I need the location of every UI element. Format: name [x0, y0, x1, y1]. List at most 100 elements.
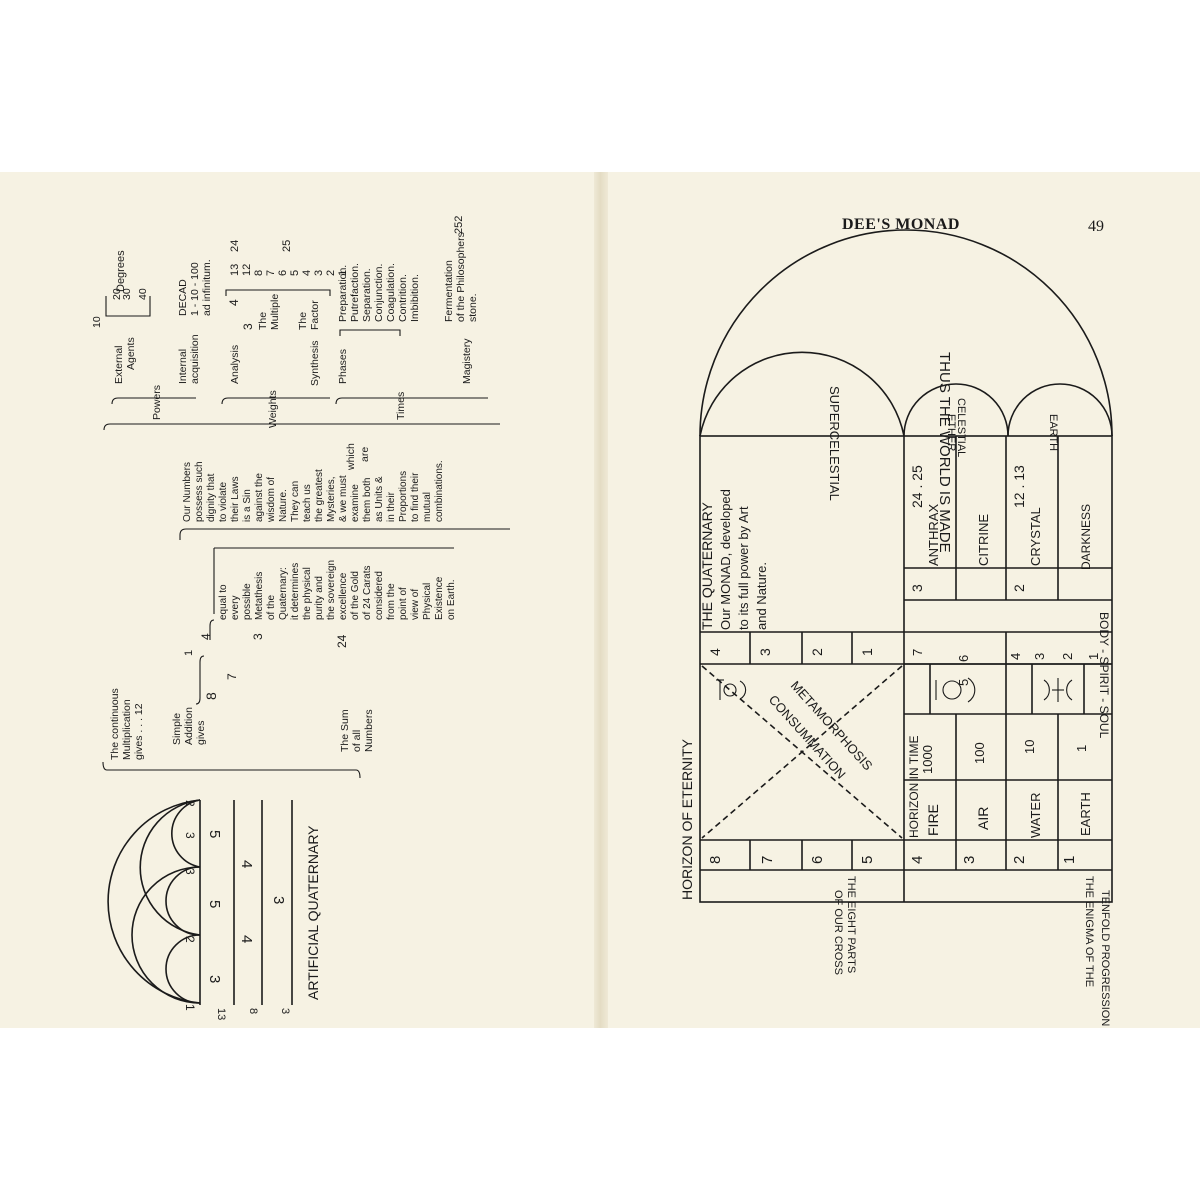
sum-value: 24: [335, 634, 349, 648]
numbers-line: & we must: [338, 475, 349, 522]
numbers-line: Proportions: [398, 471, 409, 522]
weights-number: 4: [301, 270, 313, 276]
quaternary-line: every: [230, 596, 241, 620]
quaternary-line: equal to: [218, 584, 229, 620]
degree-value: 20: [111, 288, 123, 300]
addition-value: 4: [199, 633, 213, 640]
numbers-line: Our Numbers: [182, 462, 193, 522]
tenfold-value: 1: [1074, 745, 1089, 752]
degree-value: 40: [137, 288, 149, 300]
addition-value: 7: [225, 673, 239, 680]
numbers-line: combinations.: [434, 460, 445, 522]
quaternary-lines: equal to every possible Metathesis of th…: [218, 560, 457, 620]
quaternary-text: Our MONAD, developed: [718, 489, 733, 630]
quaternary-text-block: [213, 547, 454, 614]
stone-number: 3: [909, 584, 925, 592]
phases-label: Phases: [337, 349, 349, 384]
which-label: which: [345, 443, 357, 471]
value-label: 24 . 25: [909, 465, 925, 508]
weights-number: 24: [229, 240, 241, 252]
element-label: WATER: [1028, 793, 1043, 839]
multiplication-text: gives . . . 12: [133, 703, 145, 760]
stone-label: CRYSTAL: [1028, 507, 1043, 566]
time-number: 5: [956, 679, 971, 686]
semicircle-number: 5: [206, 830, 223, 838]
phases-brace: [339, 329, 401, 336]
tenfold-value: 100: [972, 742, 987, 764]
edge-number: 2: [183, 800, 197, 807]
time-number: 2: [1060, 653, 1075, 660]
sum-of-all-text: Numbers: [363, 709, 375, 752]
phase-item: Preparation.: [337, 265, 349, 322]
weights-number: 7: [265, 270, 277, 276]
phase-item: Contrition.: [397, 274, 409, 322]
small-arc-3: [171, 799, 201, 868]
quaternary-line: it determines: [290, 563, 301, 620]
medium-arc-2: [139, 799, 201, 936]
phase-item: Separation.: [361, 268, 373, 322]
time-number: 1: [1086, 653, 1101, 660]
numbers-line: against the: [254, 473, 265, 522]
cross-number: 4: [707, 648, 723, 656]
numbers-line: Nature.: [278, 489, 289, 522]
powers-brace: [111, 397, 196, 405]
tenfold-value: 10: [1022, 740, 1037, 754]
addition-value: 8: [203, 692, 219, 700]
horizon-of-eternity-label: HORIZON OF ETERNITY: [679, 738, 695, 900]
numbers-line: to find their: [410, 472, 421, 522]
time-number: 6: [956, 655, 971, 662]
edge-number: 8: [247, 1008, 259, 1014]
quaternary-brace: [213, 547, 454, 614]
decad-text: DECAD: [177, 279, 189, 316]
factor-text: Factor: [309, 300, 321, 330]
phase-item: Putrefaction.: [349, 263, 361, 322]
body-spirit-soul: BODY - SPIRIT - SOUL: [1097, 612, 1111, 739]
are-label: are: [359, 447, 371, 462]
degree-value: 30: [121, 288, 133, 300]
numbers-line: wisdom of: [266, 477, 277, 523]
analysis-label: Analysis: [229, 345, 241, 384]
fermentation-text: stone.: [467, 293, 479, 322]
semicircle-number: 5: [206, 900, 223, 908]
numbers-line: in their: [386, 491, 397, 522]
enigma-number: 2: [1011, 856, 1028, 864]
quaternary-line: Quaternary:: [278, 567, 289, 620]
weights-number: 12: [241, 264, 253, 276]
weights-number: 6: [277, 270, 289, 276]
numbers-line: Mysteries,: [326, 476, 337, 522]
semicircle-number: 4: [238, 860, 255, 868]
numbers-brace: [179, 528, 510, 540]
semicircle-number: 3: [270, 896, 287, 904]
time-number: 4: [1008, 653, 1023, 660]
addition-value: 3: [251, 633, 265, 640]
horizon-in-time-label: HORIZON IN TIME: [907, 736, 921, 838]
element-label: FIRE: [925, 804, 941, 836]
addition-brace: [195, 655, 205, 705]
times-label: Times: [395, 392, 407, 420]
numbers-line: their Laws: [230, 476, 241, 522]
quaternary-line: from the: [386, 583, 397, 620]
weights-number: 13: [229, 264, 241, 276]
phase-item: Imbibition.: [409, 274, 421, 322]
numbers-line: them both: [362, 478, 373, 522]
categories-block: which are Powers Weights Times External …: [91, 216, 500, 471]
artificial-quaternary-figure: 3 5 5 4 4 3 1 2 3 3 2 13 8 3 ARTIFICIAL …: [107, 799, 321, 1020]
edge-number: 2: [183, 936, 197, 943]
quaternary-line: of the Gold: [350, 571, 361, 620]
fermentation-text: Fermentation: [443, 260, 455, 322]
alchemical-symbols: [716, 677, 1073, 703]
monad-labels: THUS THE WORLD IS MADE SUPERCELESTIAL CE…: [679, 352, 1111, 1026]
edge-number: 3: [183, 832, 197, 839]
numbers-text-block: [179, 528, 510, 540]
weights-left-number: 3: [241, 323, 255, 330]
diagram-frame: [699, 435, 1113, 903]
numbers-line: They can: [290, 481, 301, 522]
metathesis-brace: [209, 619, 215, 640]
eight-parts-label: THE EIGHT PARTS: [845, 876, 857, 973]
degrees-label: Degrees: [115, 250, 127, 292]
quaternary-line: excellence: [338, 572, 349, 620]
degrees-brace: [105, 296, 151, 317]
quaternary-line: Existence: [434, 576, 445, 620]
